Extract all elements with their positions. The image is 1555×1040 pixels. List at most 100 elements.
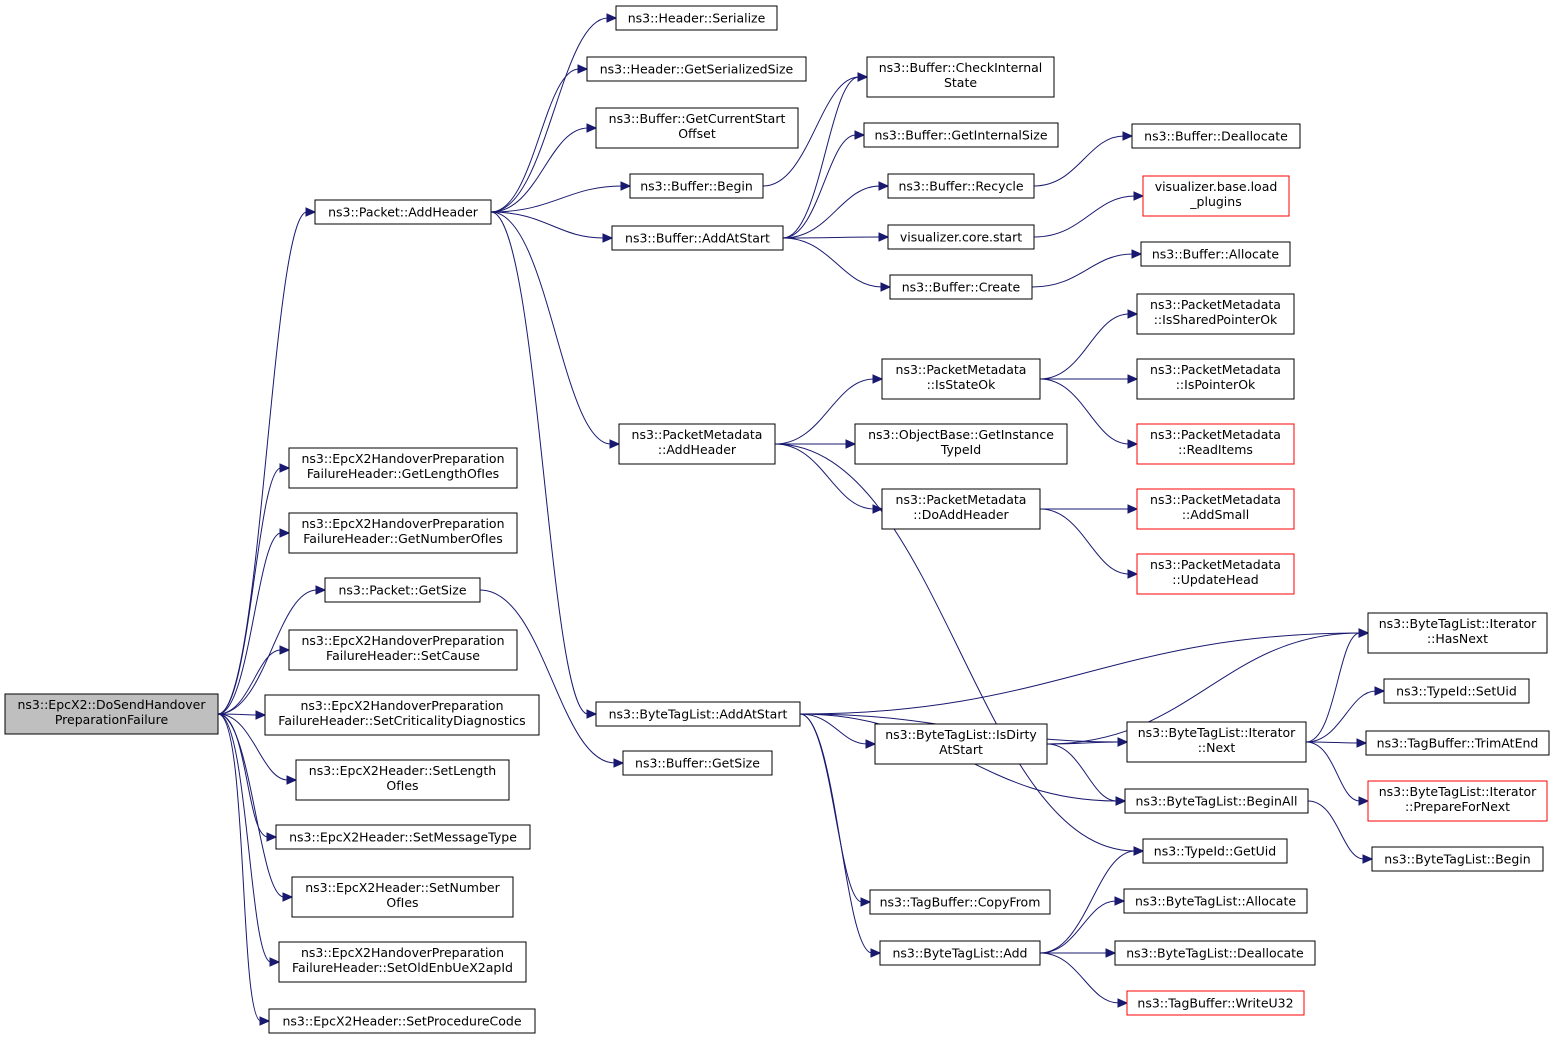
node-btl-it-next[interactable]: ns3::ByteTagList::Iterator::Next	[1126, 721, 1307, 763]
edge-btl-add-to-tagbuffer-writeu32	[1039, 952, 1120, 1004]
node-box	[869, 889, 1051, 915]
node-label: ns3::TagBuffer::WriteU32	[1137, 996, 1293, 1011]
arrowhead	[602, 233, 614, 243]
node-label: ns3::EpcX2Header::SetMessageType	[289, 830, 517, 845]
node-box	[288, 629, 518, 671]
node-btl-begin[interactable]: ns3::ByteTagList::Begin	[1371, 846, 1544, 872]
node-label: ns3::EpcX2Header::SetProcedureCode	[282, 1014, 521, 1029]
node-box	[622, 750, 773, 776]
node-label: ::AddSmall	[1182, 507, 1249, 522]
arrowhead	[1127, 504, 1139, 514]
node-label: ::HasNext	[1427, 631, 1488, 646]
node-pm-ispointerok[interactable]: ns3::PacketMetadata::IsPointerOk	[1136, 358, 1295, 400]
node-pm-updatehead[interactable]: ns3::PacketMetadata::UpdateHead	[1136, 553, 1295, 595]
arrowhead	[1115, 796, 1127, 806]
node-btl-it-hasnext[interactable]: ns3::ByteTagList::Iterator::HasNext	[1367, 612, 1548, 654]
node-box	[595, 701, 801, 727]
node-label: FailureHeader::SetCause	[326, 648, 480, 663]
node-packet-addheader[interactable]: ns3::Packet::AddHeader	[314, 199, 492, 225]
node-pm-addsmall[interactable]: ns3::PacketMetadata::AddSmall	[1136, 488, 1295, 530]
node-buffer-getinternalsize[interactable]: ns3::Buffer::GetInternalSize	[863, 122, 1059, 148]
edge-buffer-addatstart-to-buffer-create	[782, 237, 883, 288]
node-btl-add[interactable]: ns3::ByteTagList::Add	[879, 940, 1041, 966]
node-pm-issharedpointerok[interactable]: ns3::PacketMetadata::IsSharedPointerOk	[1136, 293, 1295, 335]
node-tagbuffer-trimatend[interactable]: ns3::TagBuffer::TrimAtEnd	[1365, 730, 1550, 756]
node-getlengthofies[interactable]: ns3::EpcX2HandoverPreparationFailureHead…	[288, 447, 518, 489]
node-label: ::IsPointerOk	[1176, 377, 1256, 392]
node-pm-isstateok[interactable]: ns3::PacketMetadata::IsStateOk	[881, 358, 1041, 400]
node-btl-addatstart[interactable]: ns3::ByteTagList::AddAtStart	[595, 701, 801, 727]
node-label: ns3::EpcX2HandoverPreparation	[301, 516, 504, 531]
node-label: ns3::EpcX2Header::SetNumber	[305, 880, 500, 895]
node-box	[1114, 940, 1316, 966]
node-box	[881, 488, 1041, 530]
node-box	[291, 876, 514, 918]
node-typeid-getuid[interactable]: ns3::TypeId::GetUid	[1142, 838, 1288, 864]
node-label: ns3::PacketMetadata	[896, 492, 1027, 507]
node-setoldenb[interactable]: ns3::EpcX2HandoverPreparationFailureHead…	[278, 941, 527, 983]
node-label: ns3::Buffer::Recycle	[898, 179, 1023, 194]
node-label: ns3::EpcX2HandoverPreparation	[301, 633, 504, 648]
node-tagbuffer-writeu32[interactable]: ns3::TagBuffer::WriteU32	[1126, 990, 1305, 1016]
node-buffer-create[interactable]: ns3::Buffer::Create	[889, 274, 1033, 300]
node-label: ns3::Buffer::Begin	[640, 179, 753, 194]
arrowhead	[606, 13, 618, 23]
arrowhead	[1362, 854, 1374, 864]
node-buffer-begin[interactable]: ns3::Buffer::Begin	[629, 173, 764, 199]
node-typeid-setuid[interactable]: ns3::TypeId::SetUid	[1383, 678, 1530, 704]
edge-root-to-setprocedure	[217, 713, 262, 1022]
node-btl-it-prepare[interactable]: ns3::ByteTagList::Iterator::PrepareForNe…	[1367, 780, 1548, 822]
node-buffer-recycle[interactable]: ns3::Buffer::Recycle	[887, 173, 1035, 199]
node-label: ns3::Header::Serialize	[628, 11, 766, 26]
node-root[interactable]: ns3::EpcX2::DoSendHandoverPreparationFai…	[4, 693, 219, 735]
edge-buffer-addatstart-to-buffer-recycle	[782, 185, 881, 239]
arrowhead	[620, 181, 632, 191]
node-getnumberofies[interactable]: ns3::EpcX2HandoverPreparationFailureHead…	[288, 512, 518, 554]
node-header-getsersize[interactable]: ns3::Header::GetSerializedSize	[586, 56, 807, 82]
arrowhead	[259, 1016, 271, 1026]
node-label: visualizer.base.load	[1155, 179, 1278, 194]
node-pm-readitems[interactable]: ns3::PacketMetadata::ReadItems	[1136, 423, 1295, 465]
node-buffer-getsize[interactable]: ns3::Buffer::GetSize	[622, 750, 773, 776]
node-box	[268, 1008, 536, 1034]
node-setprocedure[interactable]: ns3::EpcX2Header::SetProcedureCode	[268, 1008, 536, 1034]
node-btl-allocate[interactable]: ns3::ByteTagList::Allocate	[1123, 888, 1308, 914]
edge-btl-it-next-to-btl-it-prepare	[1305, 741, 1361, 802]
edge-packet-addheader-to-buffer-getcurrentstart	[490, 127, 589, 213]
node-setcause[interactable]: ns3::EpcX2HandoverPreparationFailureHead…	[288, 629, 518, 671]
node-buffer-addatstart[interactable]: ns3::Buffer::AddAtStart	[611, 225, 784, 251]
edge-root-to-getlengthofies	[217, 467, 282, 715]
node-setmessagetype[interactable]: ns3::EpcX2Header::SetMessageType	[275, 824, 531, 850]
edge-packet-addheader-to-buffer-begin	[490, 185, 623, 213]
edge-pm-isstateok-to-pm-readitems	[1039, 378, 1130, 445]
node-box	[295, 759, 510, 801]
node-box	[1131, 123, 1301, 149]
node-btl-beginall[interactable]: ns3::ByteTagList::BeginAll	[1124, 788, 1309, 814]
node-buffer-deallocate[interactable]: ns3::Buffer::Deallocate	[1131, 123, 1301, 149]
node-pm-doaddheader[interactable]: ns3::PacketMetadata::DoAddHeader	[881, 488, 1041, 530]
node-label: FailureHeader::SetCriticalityDiagnostics	[278, 713, 525, 728]
node-label: ns3::PacketMetadata	[1150, 427, 1281, 442]
node-btl-deallocate[interactable]: ns3::ByteTagList::Deallocate	[1114, 940, 1316, 966]
node-header-serialize[interactable]: ns3::Header::Serialize	[615, 5, 778, 31]
node-buffer-allocate[interactable]: ns3::Buffer::Allocate	[1140, 241, 1291, 267]
node-tagbuffer-copyfrom[interactable]: ns3::TagBuffer::CopyFrom	[869, 889, 1051, 915]
node-box	[887, 173, 1035, 199]
edge-pm-addheader-to-typeid-getuid	[774, 443, 1136, 852]
node-pm-addheader[interactable]: ns3::PacketMetadata::AddHeader	[618, 423, 776, 465]
node-label: ::ReadItems	[1178, 442, 1253, 457]
node-box	[1126, 721, 1307, 763]
node-packet-getsize[interactable]: ns3::Packet::GetSize	[324, 577, 481, 603]
node-setcriticality[interactable]: ns3::EpcX2HandoverPreparationFailureHead…	[264, 694, 540, 736]
arrowhead	[286, 775, 298, 785]
node-vis-load-plugins[interactable]: visualizer.base.load_plugins	[1142, 175, 1290, 217]
node-box	[1136, 358, 1295, 400]
edge-pm-addheader-to-pm-doaddheader	[774, 443, 875, 510]
node-vis-core-start[interactable]: visualizer.core.start	[887, 224, 1035, 250]
